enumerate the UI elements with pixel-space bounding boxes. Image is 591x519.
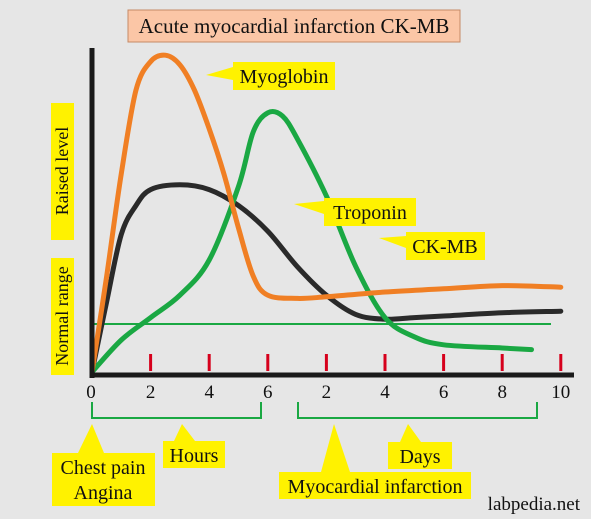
myoglobin-label: Myoglobin: [240, 66, 329, 88]
hours-label-box: [163, 441, 225, 468]
troponin-callout-pointer: [294, 201, 324, 214]
ylabel-top: Raised level: [52, 127, 72, 215]
ylabel-bottom-box: [51, 258, 74, 375]
ckmb-label-box: [406, 232, 485, 260]
days-callout-pointer: [400, 424, 421, 442]
chest-pain-box: [52, 453, 155, 506]
chest-pain-label: Chest pain: [61, 457, 146, 479]
x-tick-label: 6: [263, 382, 273, 403]
series-line-ck-mb: [89, 108, 534, 375]
ylabel-bottom: Normal range: [52, 266, 72, 365]
ckmb-label: CK-MB: [412, 236, 478, 258]
days-label-box: [388, 442, 452, 469]
mi-label: Myocardial infarction: [288, 476, 463, 498]
x-tick-label: 2: [322, 382, 332, 403]
myoglobin-label-box: [233, 62, 335, 90]
ylabel-top-box: [51, 103, 74, 240]
watermark: labpedia.net: [488, 494, 581, 515]
x-tick-label: 6: [439, 382, 449, 403]
series-line-troponin: [89, 182, 564, 375]
mi-label-box: [279, 472, 471, 499]
hours-bracket: [91, 402, 262, 419]
x-tick-label: 4: [204, 382, 214, 403]
troponin-label-box: [324, 198, 416, 226]
x-tick-label: 8: [497, 382, 507, 403]
chest-pain-callout-pointer: [78, 424, 104, 453]
chart-title: Acute myocardial infarction CK-MB: [139, 14, 450, 38]
mi-callout-pointer: [321, 424, 350, 472]
x-tick-label: 4: [380, 382, 390, 403]
angina-label: Angina: [74, 482, 133, 504]
ckmb-callout-pointer: [379, 236, 406, 248]
myoglobin-callout-pointer: [206, 67, 233, 80]
hours-label: Hours: [170, 445, 219, 467]
x-tick-label: 2: [146, 382, 156, 403]
series-group: [89, 52, 564, 375]
x-tick-label: 10: [551, 382, 570, 403]
troponin-label: Troponin: [333, 202, 407, 224]
hours-callout-pointer: [174, 424, 195, 441]
days-label: Days: [399, 446, 440, 468]
days-bracket: [297, 402, 538, 419]
ticks-group: 0 2 4 6 2 4 6 8 10: [86, 354, 570, 403]
series-line-myoglobin: [89, 52, 564, 375]
title-box: [127, 9, 461, 43]
x-tick-label: 0: [86, 382, 96, 403]
